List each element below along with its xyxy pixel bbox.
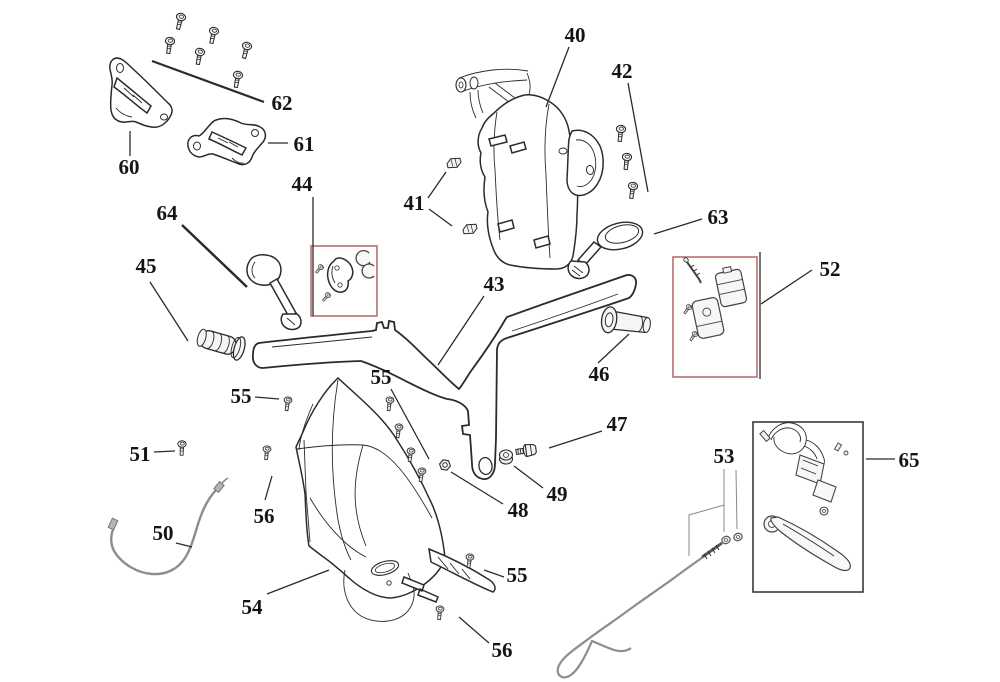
leader-47	[548, 430, 603, 449]
leader-53	[688, 469, 738, 556]
bolt-47	[515, 443, 537, 458]
leader-56b	[458, 616, 490, 644]
part-label-55: 55	[371, 365, 392, 389]
part-label-46: 46	[589, 362, 610, 386]
part-label-50: 50	[153, 521, 174, 545]
screws-62	[163, 11, 253, 89]
cable-53	[556, 532, 743, 679]
part-label-54: 54	[242, 595, 264, 619]
detail-box-52	[672, 252, 761, 379]
front-handlebar-cover-drawing	[295, 376, 496, 622]
leader-45	[149, 281, 189, 342]
rear-handlebar-cover-drawing	[455, 68, 604, 270]
leader-62	[151, 59, 265, 104]
part-label-42: 42	[612, 59, 633, 83]
leader-42	[627, 82, 649, 193]
leader-46	[597, 333, 630, 364]
mirror-right-drawing	[567, 221, 644, 280]
detail-box-65-border	[752, 421, 864, 593]
screws-42	[614, 124, 639, 200]
part-label-62: 62	[272, 91, 293, 115]
part-number-labels: 40 41 42 43 44 45 46 47 48 49 50 51 52 53 54 55 55 55 56 56…	[119, 23, 920, 662]
part-label-53: 53	[714, 444, 735, 468]
leader-40	[545, 46, 570, 108]
leader-43	[437, 295, 485, 366]
detail-box-44-border	[310, 245, 378, 317]
handguard-right-drawing	[187, 117, 267, 166]
part-label-56: 56	[492, 638, 513, 662]
leader-50	[175, 542, 193, 548]
part-label-40: 40	[565, 23, 586, 47]
mirror-left-drawing	[246, 254, 302, 331]
part-label-49: 49	[547, 482, 568, 506]
leader-lines	[129, 46, 895, 644]
nut-48	[438, 459, 452, 471]
part-label-44: 44	[292, 172, 314, 196]
nut-49	[498, 449, 514, 465]
part-label-55: 55	[231, 384, 252, 408]
cable-50	[107, 477, 229, 576]
leader-51	[153, 450, 176, 453]
leader-48	[450, 471, 504, 505]
detail-box-52-border	[672, 256, 758, 378]
leader-41	[427, 171, 453, 227]
leader-55b	[390, 388, 430, 460]
part-label-65: 65	[899, 448, 920, 472]
part-label-52: 52	[820, 257, 841, 281]
handlebar-drawing	[251, 274, 637, 480]
detail-box-44	[310, 245, 378, 317]
screw-51	[176, 440, 187, 456]
part-label-41: 41	[404, 191, 425, 215]
leader-64	[181, 224, 248, 288]
clips-41	[445, 155, 479, 237]
leader-55c	[483, 569, 505, 578]
handguard-left-drawing	[109, 57, 173, 128]
leader-49	[513, 465, 544, 489]
part-label-47: 47	[607, 412, 628, 436]
part-label-51: 51	[130, 442, 151, 466]
leader-63	[653, 218, 703, 235]
throttle-tube-drawing	[600, 306, 651, 334]
part-label-60: 60	[119, 155, 140, 179]
part-label-61: 61	[294, 132, 315, 156]
leader-54	[266, 569, 330, 595]
leader-56a	[264, 475, 273, 501]
part-label-56: 56	[254, 504, 275, 528]
left-grip-drawing	[196, 328, 246, 361]
detail-box-65	[752, 421, 864, 593]
leader-55a	[254, 396, 280, 400]
part-label-55: 55	[507, 563, 528, 587]
leader-52	[760, 269, 813, 305]
part-label-48: 48	[508, 498, 529, 522]
part-label-45: 45	[136, 254, 157, 278]
part-label-63: 63	[708, 205, 729, 229]
part-label-64: 64	[157, 201, 179, 225]
part-label-43: 43	[484, 272, 505, 296]
